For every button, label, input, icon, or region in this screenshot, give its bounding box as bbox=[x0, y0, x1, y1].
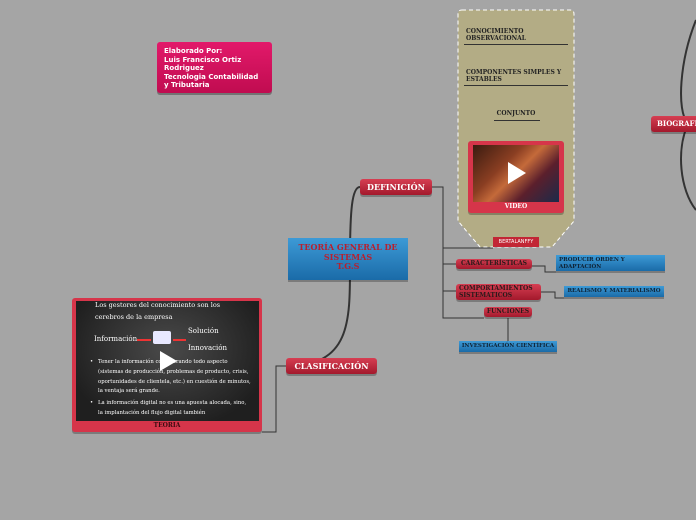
slide-heading: Los gestores del conocimiento son los ce… bbox=[95, 301, 221, 321]
author-line: Elaborado Por: bbox=[164, 47, 223, 55]
callout-item-conjunto: CONJUNTO bbox=[496, 110, 536, 117]
slide-innovation-label: Innovación bbox=[188, 344, 228, 352]
biografia-node[interactable]: BIOGRAFI bbox=[651, 116, 696, 132]
realismo-node[interactable]: REALISMO Y MATERIALISMO bbox=[564, 286, 664, 297]
teoria-slide: Los gestores del conocimiento son los ce… bbox=[76, 301, 259, 421]
author-card: Elaborado Por: Luis Francisco Ortiz Rodr… bbox=[157, 42, 272, 93]
video-card[interactable]: VIDEO bbox=[468, 141, 564, 213]
central-title-line1: TEORÍA GENERAL DE bbox=[298, 242, 398, 252]
teoria-card[interactable]: Los gestores del conocimiento son los ce… bbox=[72, 298, 262, 432]
central-title-line2: SISTEMAS bbox=[323, 251, 373, 262]
computer-icon bbox=[153, 331, 171, 344]
producir-node[interactable]: PRODUCIR ORDEN Y ADAPTACIÓN bbox=[556, 255, 665, 271]
callout-divider bbox=[464, 44, 568, 45]
author-line: Luis Francisco Ortiz bbox=[164, 55, 242, 64]
investigacion-label: INVESTIGACIÓN CIENTÍFICA bbox=[461, 343, 555, 349]
bullet-2-text: La información digital no es una apuesta… bbox=[98, 400, 247, 416]
slide-solution-label: Solución bbox=[188, 327, 219, 335]
comportamientos-label: COMPORTAMIENTOS SISTEMATICOS bbox=[459, 285, 533, 299]
solution-arrow bbox=[173, 339, 186, 341]
callout-divider bbox=[464, 85, 568, 86]
bullet-dot: • bbox=[90, 359, 94, 365]
clasificacion-node[interactable]: CLASIFICACIÓN bbox=[286, 358, 377, 374]
callout-item-componentes: COMPONENTES SIMPLES Y ESTABLES bbox=[466, 69, 562, 83]
video-thumbnail bbox=[473, 145, 559, 202]
investigacion-node[interactable]: INVESTIGACIÓN CIENTÍFICA bbox=[459, 341, 557, 352]
bullet-dot: • bbox=[90, 400, 94, 406]
callout-item-conocimiento: CONOCIMIENTO OBSERVACIONAL bbox=[466, 28, 526, 42]
comportamientos-node[interactable]: COMPORTAMIENTOS SISTEMATICOS bbox=[456, 284, 541, 300]
biografia-label: BIOGRAFI bbox=[657, 119, 696, 128]
definition-callout bbox=[457, 9, 575, 248]
central-node[interactable]: TEORÍA GENERAL DE SISTEMAS T.G.S bbox=[288, 238, 408, 280]
central-title-line3: T.G.S bbox=[336, 261, 360, 271]
funciones-node[interactable]: FUNCIONES bbox=[484, 307, 532, 317]
author-line: Tecnologia Contabilidad bbox=[164, 72, 259, 81]
bertalanffy-label: BERTALANFFY bbox=[498, 239, 534, 245]
slide-bullet-2: • La información digital no es una apues… bbox=[90, 399, 252, 419]
funciones-label: FUNCIONES bbox=[486, 308, 530, 315]
caracteristicas-label: CARACTERÍSTICAS bbox=[460, 260, 528, 267]
slide-info-label: Información bbox=[94, 335, 138, 343]
author-line: y Tributaria bbox=[164, 81, 210, 89]
realismo-label: REALISMO Y MATERIALISMO bbox=[567, 288, 661, 294]
video-caption: VIDEO bbox=[504, 203, 528, 210]
author-line: Rodriguez bbox=[164, 64, 204, 72]
bertalanffy-node[interactable]: BERTALANFFY bbox=[493, 237, 539, 247]
definicion-label: DEFINICIÓN bbox=[367, 182, 425, 192]
producir-label: PRODUCIR ORDEN Y ADAPTACIÓN bbox=[559, 257, 625, 270]
definicion-node[interactable]: DEFINICIÓN bbox=[360, 179, 432, 195]
callout-divider bbox=[494, 120, 540, 121]
caracteristicas-node[interactable]: CARACTERÍSTICAS bbox=[456, 259, 532, 269]
info-arrow bbox=[137, 339, 151, 341]
play-icon[interactable] bbox=[508, 162, 526, 184]
clasificacion-label: CLASIFICACIÓN bbox=[294, 361, 369, 371]
play-icon[interactable] bbox=[160, 351, 177, 371]
teoria-caption: TEORIA bbox=[153, 422, 181, 429]
